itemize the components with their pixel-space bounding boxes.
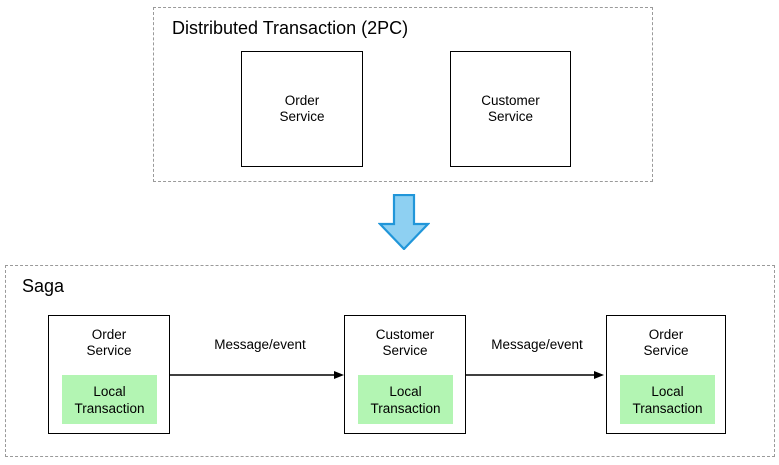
service-box-saga-order-service-1-label: Order Service [86,327,132,358]
connector-1-label: Message/event [214,337,306,352]
service-box-customer-service-2pc[interactable]: Customer Service [450,51,571,167]
service-box-saga-order-service-2[interactable]: Order Service Local Transaction [606,315,726,434]
service-box-saga-order-service-2-label: Order Service [643,327,689,358]
down-arrow-icon [378,194,430,250]
service-box-order-service-2pc[interactable]: Order Service [241,51,363,167]
group-saga [5,265,775,457]
connector-2-label: Message/event [491,337,583,352]
group-saga-title: Saga [22,276,65,296]
service-box-order-service-2pc-label: Order Service [279,93,325,124]
local-transaction-chip-3: Local Transaction [620,375,715,424]
service-box-customer-service-2pc-label: Customer Service [481,93,540,124]
group-distributed-transaction-title: Distributed Transaction (2PC) [172,18,409,38]
local-transaction-chip-2: Local Transaction [358,375,453,424]
service-box-saga-order-service-1[interactable]: Order Service Local Transaction [48,315,170,434]
connector-2-arrow [466,370,606,380]
group-distributed-transaction [153,7,653,182]
service-box-saga-customer-service-label: Customer Service [375,327,435,358]
local-transaction-chip-1: Local Transaction [62,375,157,424]
connector-1-arrow [170,370,346,380]
service-box-saga-customer-service[interactable]: Customer Service Local Transaction [344,315,466,434]
